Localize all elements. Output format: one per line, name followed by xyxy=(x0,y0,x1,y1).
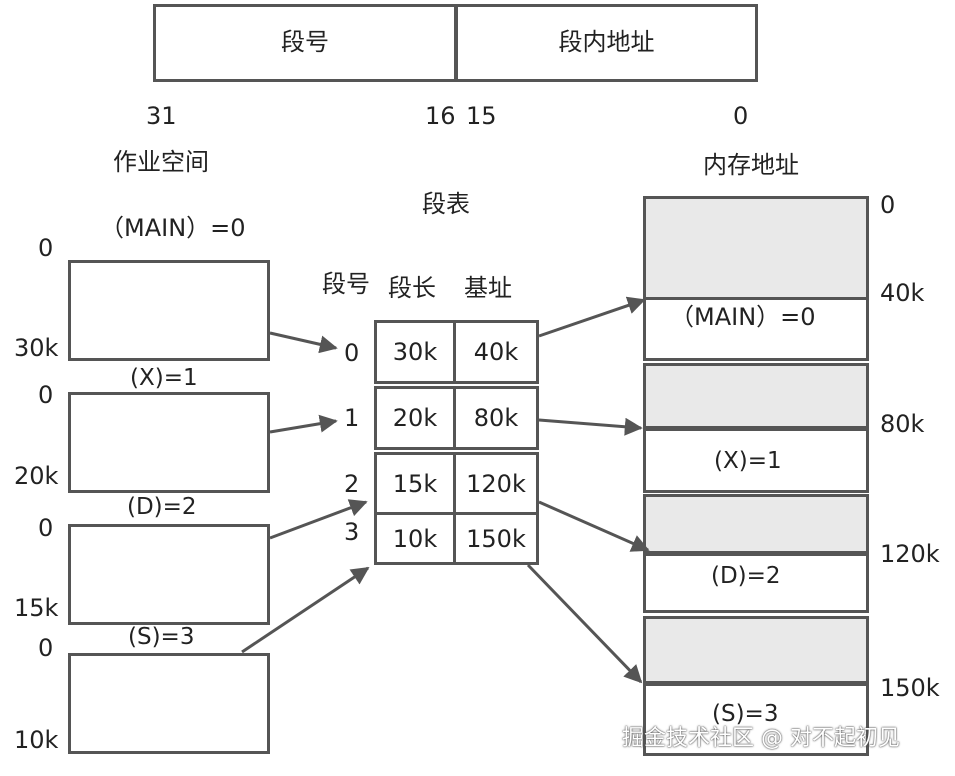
segment-table-row-0-seg: 0 xyxy=(344,339,360,367)
bit-31-label: 31 xyxy=(146,102,177,130)
segment-table-title: 段表 xyxy=(422,190,470,218)
segment-table-col-base: 基址 xyxy=(464,274,512,302)
arrow-job-x-to-table xyxy=(269,414,338,434)
bit-15-label: 15 xyxy=(466,102,497,130)
memory-address-120k: 120k xyxy=(880,540,940,568)
segment-number-label: 段号 xyxy=(281,28,329,56)
job-segment-main-end: 30k xyxy=(14,334,59,362)
memory-segment-s-block xyxy=(643,683,869,756)
job-segment-s-start: 0 xyxy=(38,634,54,662)
segment-table-row-0-length: 30k xyxy=(374,320,456,384)
job-segment-x-start: 0 xyxy=(38,381,54,409)
job-segment-main-block xyxy=(68,260,270,361)
memory-segment-main-block xyxy=(643,297,869,361)
job-segment-x-end: 20k xyxy=(14,462,59,490)
segment-table-col-segment: 段号 xyxy=(322,270,370,298)
memory-address-40k: 40k xyxy=(880,279,925,307)
segment-table-row-2-base: 120k xyxy=(453,452,539,515)
memory-segment-main-label: （MAIN）=0 xyxy=(670,303,816,331)
arrow-table-2-to-memory xyxy=(538,500,650,552)
segment-table-row-3-base: 150k xyxy=(453,512,539,565)
job-segment-d-label: (D)=2 xyxy=(127,494,197,520)
segment-table-row-2-seg: 2 xyxy=(344,470,360,498)
memory-title: 内存地址 xyxy=(703,151,799,179)
arrow-table-0-to-memory xyxy=(538,296,646,338)
memory-address-80k: 80k xyxy=(880,410,925,438)
arrow-job-s-to-table xyxy=(241,566,370,654)
memory-segment-d-block xyxy=(643,553,869,613)
job-segment-main-start: 0 xyxy=(38,234,54,262)
arrow-job-d-to-table xyxy=(269,499,368,540)
segment-table-col-length: 段长 xyxy=(388,274,436,302)
job-segment-d-end: 15k xyxy=(14,594,59,622)
segment-offset-field xyxy=(455,4,758,82)
job-segment-d-block xyxy=(68,524,270,625)
segment-table-row-1-base: 80k xyxy=(453,386,539,450)
memory-free-block-1 xyxy=(643,363,869,429)
arrow-table-3-to-memory xyxy=(526,563,643,684)
job-segment-s-block xyxy=(68,653,270,754)
job-segment-s-label: (S)=3 xyxy=(128,624,195,650)
memory-free-block-2 xyxy=(643,494,869,554)
segment-table-row-3-seg: 3 xyxy=(344,518,360,546)
memory-free-block-3 xyxy=(643,616,869,684)
arrow-job-main-to-table xyxy=(269,331,338,354)
memory-segment-x-label: (X)=1 xyxy=(714,448,782,474)
memory-segment-s-label: (S)=3 xyxy=(712,701,779,727)
segment-table-row-0-base: 40k xyxy=(453,320,539,384)
memory-address-0: 0 xyxy=(880,191,896,219)
memory-address-150k: 150k xyxy=(880,674,940,702)
job-space-title: 作业空间 xyxy=(113,148,209,176)
segment-number-field xyxy=(153,4,457,82)
segment-offset-label: 段内地址 xyxy=(558,28,655,56)
job-segment-x-label: (X)=1 xyxy=(130,365,198,391)
memory-segment-x-block xyxy=(643,428,869,493)
bit-0-label: 0 xyxy=(733,102,749,130)
job-segment-main-label: （MAIN）=0 xyxy=(100,214,246,242)
bit-16-label: 16 xyxy=(425,102,456,130)
job-segment-x-block xyxy=(68,392,270,493)
job-segment-d-start: 0 xyxy=(38,514,54,542)
watermark: 掘金技术社区 @ 对不起初见 xyxy=(622,726,900,751)
job-segment-s-end: 10k xyxy=(14,726,59,754)
segment-table-row-1-length: 20k xyxy=(374,386,456,450)
memory-segment-d-label: (D)=2 xyxy=(711,563,781,589)
arrow-table-1-to-memory xyxy=(538,417,643,436)
segment-table-row-1-seg: 1 xyxy=(344,404,360,432)
